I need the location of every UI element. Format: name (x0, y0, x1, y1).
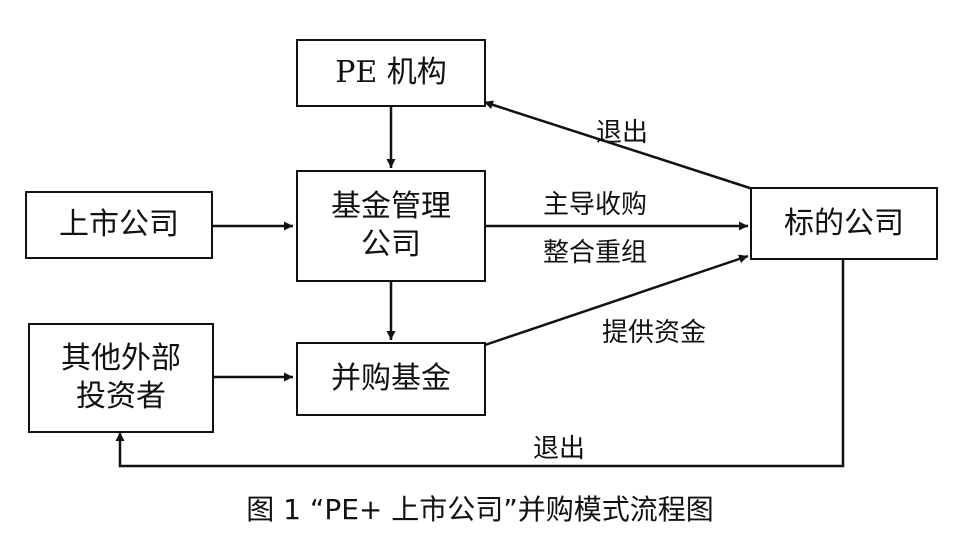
node-other-investors: 其他外部 投资者 (28, 323, 214, 433)
edge-label-exit-to-pe: 退出 (596, 118, 649, 148)
node-target-company: 标的公司 (750, 187, 938, 260)
node-ma-fund: 并购基金 (296, 342, 486, 416)
figure-caption: 图 1 “PE+ 上市公司”并购模式流程图 (246, 493, 714, 526)
node-fund-manager: 基金管理 公司 (296, 170, 486, 282)
arrow-target-to-investors-exit (115, 260, 845, 468)
node-pe-institution: PE 机构 (296, 39, 486, 107)
edge-label-lead-acquisition: 主导收购 (543, 190, 648, 220)
edge-label-provide-funds: 提供资金 (602, 318, 707, 348)
node-listed-company: 上市公司 (25, 191, 213, 259)
arrow-target-to-pe-exit (483, 100, 757, 192)
edge-label-integration: 整合重组 (543, 238, 648, 268)
arrow-ma-fund-to-target (481, 254, 749, 348)
edge-label-exit-to-investors: 退出 (533, 434, 586, 464)
